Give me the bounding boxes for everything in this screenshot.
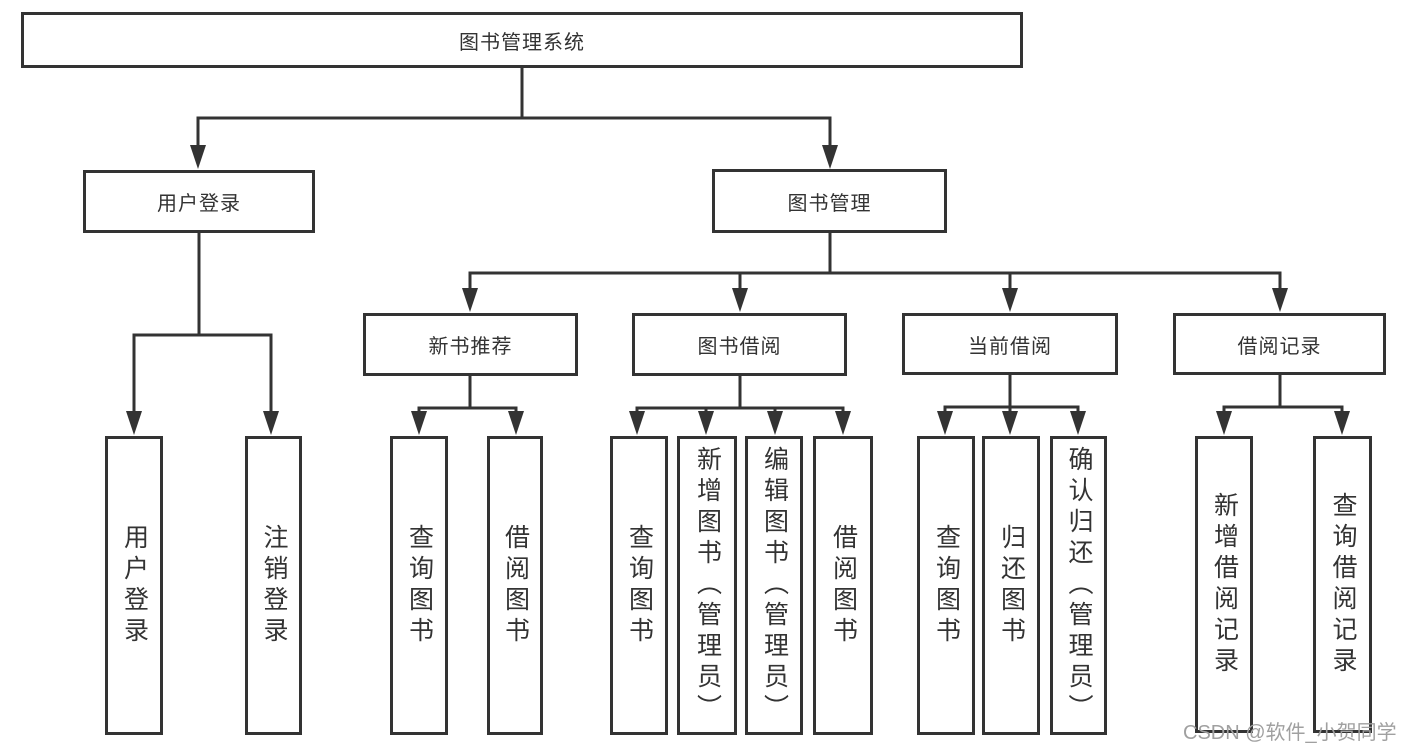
leaf-borrow-books: 借阅图书 xyxy=(813,436,873,735)
leaf-label: 归还图书 xyxy=(997,523,1026,648)
leaf-borrow-books-recommend: 借阅图书 xyxy=(487,436,543,735)
leaf-return-books: 归还图书 xyxy=(982,436,1040,735)
node-label: 新书推荐 xyxy=(428,336,513,358)
node-book-management: 图书管理 xyxy=(712,169,947,233)
node-label: 图书借阅 xyxy=(697,336,782,358)
node-label: 用户登录 xyxy=(157,193,241,215)
leaf-label: 查询图书 xyxy=(932,523,961,648)
leaf-query-books-current: 查询图书 xyxy=(917,436,975,735)
node-label: 图书管理 xyxy=(787,192,872,215)
leaf-label: 借阅图书 xyxy=(501,523,530,648)
leaf-query-borrow-record: 查询借阅记录 xyxy=(1313,436,1372,733)
node-current-borrow: 当前借阅 xyxy=(902,313,1118,375)
leaf-label: 查询图书 xyxy=(405,523,434,648)
node-label: 借阅记录 xyxy=(1237,335,1322,358)
node-label: 图书管理系统 xyxy=(459,31,585,54)
watermark: CSDN @软件_小贺同学 xyxy=(1183,722,1397,744)
leaf-label: 编辑图书（管理员） xyxy=(760,446,789,725)
leaf-label: 新增图书（管理员） xyxy=(693,446,722,725)
leaf-add-borrow-record: 新增借阅记录 xyxy=(1195,436,1253,733)
leaf-label: 新增借阅记录 xyxy=(1210,491,1239,678)
leaf-logout: 注销登录 xyxy=(245,436,302,735)
node-borrow-records: 借阅记录 xyxy=(1173,313,1386,375)
leaf-label: 确认归还（管理员） xyxy=(1065,446,1093,725)
leaf-label: 用户登录 xyxy=(120,523,149,648)
leaf-label: 查询借阅记录 xyxy=(1329,491,1357,678)
leaf-label: 注销登录 xyxy=(260,523,288,648)
leaf-query-books-borrow: 查询图书 xyxy=(610,436,668,735)
leaf-user-login: 用户登录 xyxy=(105,436,163,735)
leaf-add-books-admin: 新增图书（管理员） xyxy=(677,436,737,735)
node-user-login: 用户登录 xyxy=(83,170,315,233)
node-root-library-system: 图书管理系统 xyxy=(21,12,1023,68)
node-new-book-recommend: 新书推荐 xyxy=(363,313,578,376)
leaf-label: 借阅图书 xyxy=(829,523,858,648)
leaf-confirm-return-admin: 确认归还（管理员） xyxy=(1050,436,1107,735)
leaf-label: 查询图书 xyxy=(625,523,654,648)
node-label: 当前借阅 xyxy=(968,335,1052,358)
leaf-edit-books-admin: 编辑图书（管理员） xyxy=(745,436,803,735)
leaf-query-books-recommend: 查询图书 xyxy=(390,436,448,735)
node-book-borrow: 图书借阅 xyxy=(632,313,847,376)
